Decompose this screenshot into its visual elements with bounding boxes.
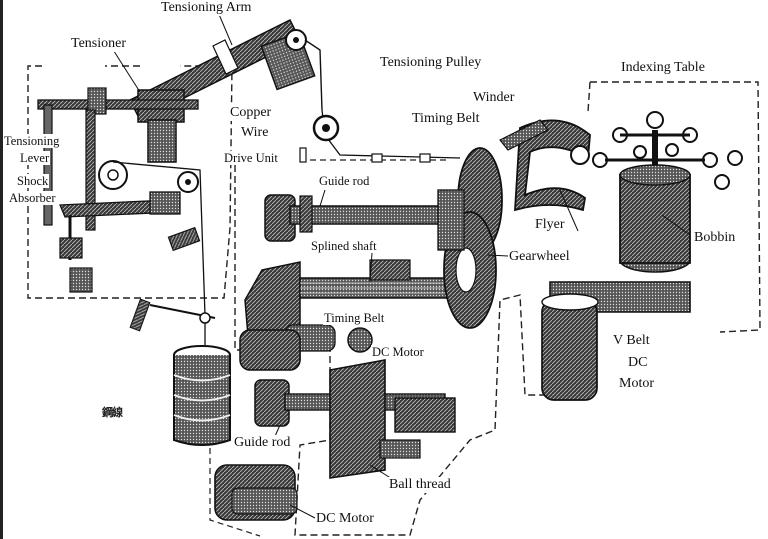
indexing-table-frame bbox=[590, 81, 761, 333]
label-timing-belt-top: Timing Belt bbox=[411, 111, 481, 127]
leader-lines bbox=[109, 11, 691, 519]
label-flyer: Flyer bbox=[534, 217, 566, 233]
label-tensioning-arm: Tensioning Arm bbox=[160, 0, 253, 16]
label-timing-belt-mid: Timing Belt bbox=[323, 311, 386, 325]
flyer bbox=[499, 119, 591, 212]
dc-motor-middle bbox=[239, 327, 373, 371]
label-shock: Shock bbox=[16, 174, 50, 188]
label-spring-glyph: 鋼線 bbox=[102, 406, 123, 419]
label-indexing-table: Indexing Table bbox=[620, 60, 706, 76]
timing-belt-drive bbox=[437, 147, 503, 329]
label-tensioning-pulley: Tensioning Pulley bbox=[379, 55, 483, 71]
label-lever: Lever bbox=[19, 151, 51, 165]
label-splined-shaft: Splined shaft bbox=[310, 239, 378, 253]
indexing-base bbox=[541, 281, 691, 401]
label-winder: Winder bbox=[472, 90, 516, 106]
label-wire: Wire bbox=[240, 125, 270, 141]
label-ball-thread: Ball thread bbox=[388, 477, 452, 493]
label-dc-motor-mid: DC Motor bbox=[371, 345, 425, 359]
tensioner-mechanism bbox=[37, 87, 201, 293]
label-dc-right: DC bbox=[627, 355, 649, 371]
label-bobbin: Bobbin bbox=[693, 230, 737, 246]
label-dc-motor-bottom: DC Motor bbox=[315, 511, 375, 527]
dc-motor-bottom bbox=[214, 464, 298, 521]
label-motor-right: Motor bbox=[618, 376, 655, 392]
label-gearwheel: Gearwheel bbox=[508, 249, 571, 265]
bobbin-assembly bbox=[570, 111, 743, 273]
label-v-belt: V Belt bbox=[612, 333, 651, 349]
left-edge-bar bbox=[0, 0, 3, 539]
guide-rod-top-assembly bbox=[264, 194, 441, 242]
tensioning-pulley bbox=[312, 114, 340, 142]
label-copper: Copper bbox=[229, 105, 273, 121]
label-guide-rod-top: Guide rod bbox=[318, 174, 371, 188]
label-drive-unit: Drive Unit bbox=[223, 151, 279, 165]
label-tensioning: Tensioning bbox=[3, 134, 61, 148]
label-absorber: Absorber bbox=[8, 191, 57, 205]
label-tensioner: Tensioner bbox=[70, 36, 128, 52]
guide-rod-bottom-assembly bbox=[254, 359, 456, 479]
coil-spring bbox=[129, 298, 231, 446]
label-guide-rod-bottom: Guide rod bbox=[233, 435, 292, 451]
